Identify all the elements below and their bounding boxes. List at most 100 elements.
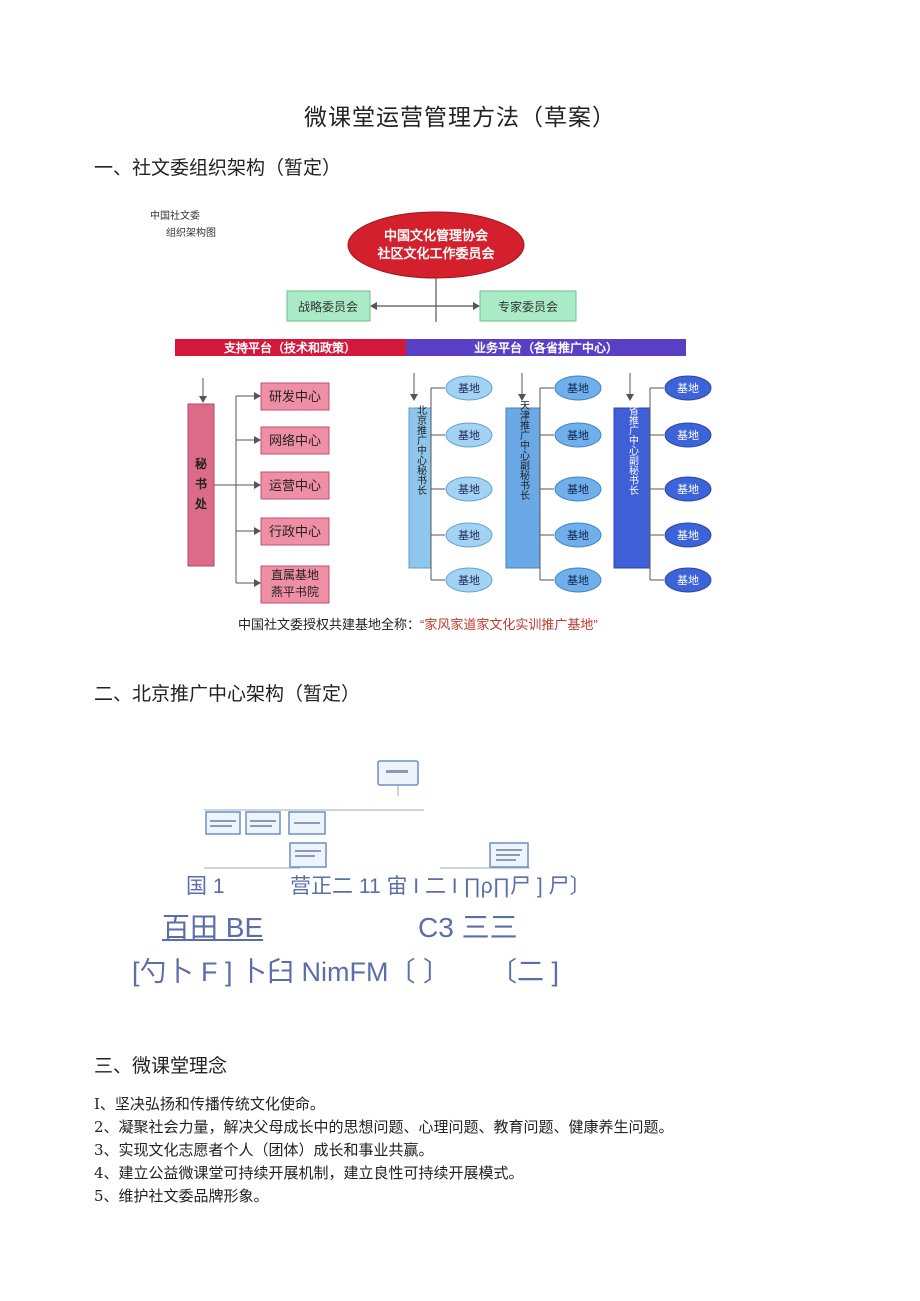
strategy-box [286,290,371,322]
bj-line1-b: 营正二 11 宙 I 二 I ∏ρ∏尸 ] 尸〕 [290,875,591,898]
center-box-research [260,382,330,411]
center-box-network [260,426,330,455]
org-chart-caption: 中国社文委授权共建基地全称：“家风家道家文化实训推广基地” [238,614,598,633]
base-ellipse [445,522,493,548]
caption-quote: “家风家道家文化实训推广基地” [420,617,598,632]
base-label: 基地 [677,429,699,442]
corner-label-2: 组织架构图 [166,228,216,239]
base-ellipse [554,567,602,593]
bj-box-text [496,854,520,856]
base-ellipse [445,375,493,401]
center-label-admin: 行政中心 [269,525,321,540]
support-bar-label: 支持平台（技术和政策） [223,340,356,355]
base-label: 基地 [567,574,589,587]
base-ellipse [664,567,712,593]
base-label: 基地 [567,483,589,496]
center-label-academy-1: 直属基地 [271,568,319,582]
col1-text: 北京推广中心秘书长 [415,405,427,495]
principle-item: 3、实现文化志愿者个人（团体）成长和事业共赢。 [94,1141,434,1159]
caption-prefix: 中国社文委授权共建基地全称： [238,617,421,632]
base-label: 基地 [677,382,699,395]
center-label-network: 网络中心 [269,433,321,449]
base-ellipse [554,476,602,502]
base-group-3 [664,375,712,593]
base-label: 基地 [567,382,589,395]
principle-item: 2、凝聚社会力量，解决父母成长中的思想问题、心理问题、教育问题、健康养生问题。 [94,1118,674,1136]
support-bar [175,339,406,356]
base-label: 基地 [458,483,480,496]
beijing-chart [204,760,530,869]
corner-label-1: 中国社文委 [150,211,200,222]
strategy-label: 战略委员会 [298,299,358,314]
base-label: 基地 [458,382,480,395]
center-box-academy [260,565,330,604]
center-box-operations [260,471,330,500]
base-labels-1: 基地 基地 基地 基地 基地 [458,382,480,587]
center-boxes [260,382,330,604]
base-label: 基地 [677,483,699,496]
base-ellipse [664,476,712,502]
principle-item: 4、建立公益微课堂可持续开展机制，建立良性可持续开展模式。 [94,1164,524,1182]
principle-item: 5、维护社文委品牌形象。 [94,1187,269,1205]
center-label-operations: 运营中心 [269,479,321,494]
secretariat-box [187,403,215,567]
base-ellipse [664,422,712,448]
section3-heading: 三、微课堂理念 [94,1055,228,1077]
base-labels-3: 基地 基地 基地 基地 基地 [677,382,699,587]
bj-box-text [250,820,276,822]
bj-box-text [210,825,232,827]
org-chart: 中国文化管理协会 社区文化工作委员会 战略委员会 专家委员会 支持平台（技术和政… [175,211,712,604]
bj-box [205,811,241,835]
base-ellipse [554,375,602,401]
top-line1: 中国文化管理协会 [384,228,489,244]
base-group-1 [445,375,493,593]
base-ellipse [664,522,712,548]
bj-box-text [496,849,522,851]
bj-line2-a: 百田 BE [162,912,264,943]
base-label: 基地 [677,529,699,542]
bj-line3-b: 〔二 ] [490,957,560,987]
center-label-research: 研发中心 [269,389,321,405]
base-group-2 [554,375,602,593]
center-label-academy-2: 燕平书院 [271,585,319,599]
base-ellipse [554,422,602,448]
bj-box-text [250,825,272,827]
document-title: 微课堂运营管理方法（草案） [304,105,616,131]
secretariat-c2: 书 [195,476,207,491]
center-box-admin [260,517,330,546]
business-bar-label: 业务平台（各省推广中心） [474,340,618,355]
base-ellipse [554,522,602,548]
principle-item: I、坚决弘扬和传播传统文化使命。 [94,1095,325,1113]
base-label: 基地 [458,529,480,542]
expert-label: 专家委员会 [498,299,558,314]
secretariat-c3: 处 [194,496,208,511]
bj-box-text [294,822,320,824]
secretariat-c1: 秘 [195,456,207,471]
expert-box [479,290,577,322]
col2-text: 天津推广中心副秘书长 [518,400,530,500]
top-line2: 社区文化工作委员会 [376,246,495,262]
base-label: 基地 [458,574,480,587]
bj-box-text [295,855,315,857]
bj-line3-a: [勺卜 F ] 卜臼 NimFM〔 〕 [132,957,450,987]
bj-box-text [295,850,321,852]
bj-line2-b: C3 三三 [418,912,518,943]
bj-box-text [496,859,516,861]
base-label: 基地 [677,574,699,587]
base-label: 基地 [567,529,589,542]
bj-box [245,811,281,835]
bj-box-text [210,820,236,822]
bj-box-text [386,770,408,773]
col3-text: 省推广中心副秘书长 [627,404,639,495]
section1-heading: 一、社文委组织架构（暂定） [94,157,342,179]
base-ellipse [445,567,493,593]
section2-heading: 二、北京推广中心架构（暂定） [94,683,361,705]
top-ellipse [347,211,525,279]
base-labels-2: 基地 基地 基地 基地 基地 [567,382,589,587]
bj-line1-a: 国 1 [186,875,225,898]
base-ellipse [445,476,493,502]
base-label: 基地 [567,429,589,442]
col3-bar [613,407,651,569]
base-ellipse [664,375,712,401]
business-bar [406,339,686,356]
